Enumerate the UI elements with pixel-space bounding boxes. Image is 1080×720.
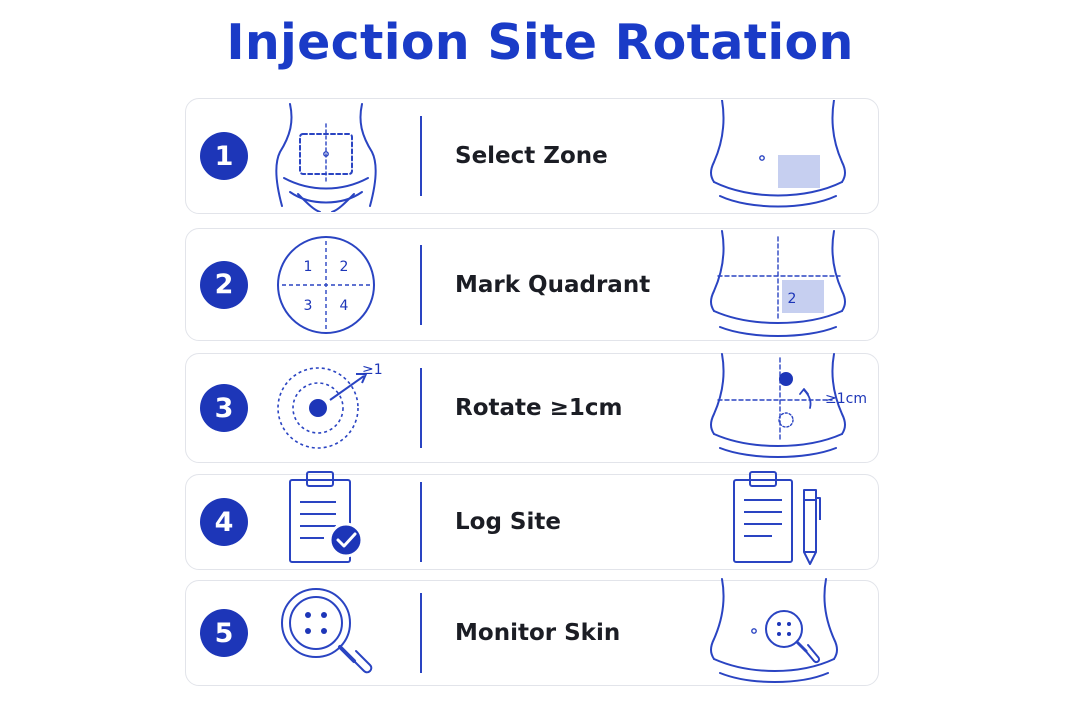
quadrant-circle-icon: 1 2 3 4: [277, 235, 375, 334]
step-card-4: 4 Log Site: [185, 471, 879, 570]
clipboard-check-icon: [289, 471, 364, 563]
step-label: Select Zone: [455, 143, 608, 169]
distance-label: ≥1cm: [825, 391, 867, 407]
divider: [420, 116, 422, 196]
abdomen-highlighted-zone-icon: [710, 100, 846, 208]
highlighted-quadrant-label: 2: [788, 291, 797, 307]
divider: [420, 482, 422, 562]
divider: [420, 368, 422, 448]
target-rings-icon: ≥1cm: [277, 362, 382, 449]
step-number-badge: 5: [200, 609, 248, 657]
step-card-5: 5 Monitor Skin: [185, 578, 879, 686]
quadrant-label-3: 3: [304, 298, 313, 314]
distance-label: ≥1cm: [362, 362, 382, 378]
quadrant-label-2: 2: [340, 259, 349, 275]
step-label: Log Site: [455, 509, 561, 535]
step-label: Mark Quadrant: [455, 271, 651, 298]
divider: [420, 244, 422, 325]
step-label: Monitor Skin: [455, 620, 621, 646]
abdomen-rotation-icon: ≥1cm: [710, 353, 867, 458]
step-number-badge: 1: [200, 132, 248, 180]
step-number-badge: 4: [200, 498, 248, 546]
abdomen-zone-outline-icon: [275, 103, 377, 212]
step-number-badge: 2: [200, 260, 248, 309]
clipboard-pen-icon: [733, 471, 821, 565]
abdomen-magnifier-icon: [710, 578, 838, 683]
step-number-badge: 3: [200, 384, 248, 432]
abdomen-quadrant-icon: 2: [710, 229, 846, 337]
quadrant-label-1: 1: [304, 259, 313, 275]
page-title: Injection Site Rotation: [226, 14, 854, 71]
magnifier-skin-icon: [281, 588, 373, 674]
step-label: Rotate ≥1cm: [455, 395, 623, 421]
quadrant-label-4: 4: [340, 298, 349, 314]
divider: [420, 593, 422, 673]
step-card-2: 2 1 2 3 4 Mark Quadrant 2: [185, 228, 879, 341]
step-card-1: 1 Select Zone: [185, 98, 879, 214]
step-card-3: 3 ≥1cm Rotate ≥1cm ≥1cm: [185, 353, 879, 463]
